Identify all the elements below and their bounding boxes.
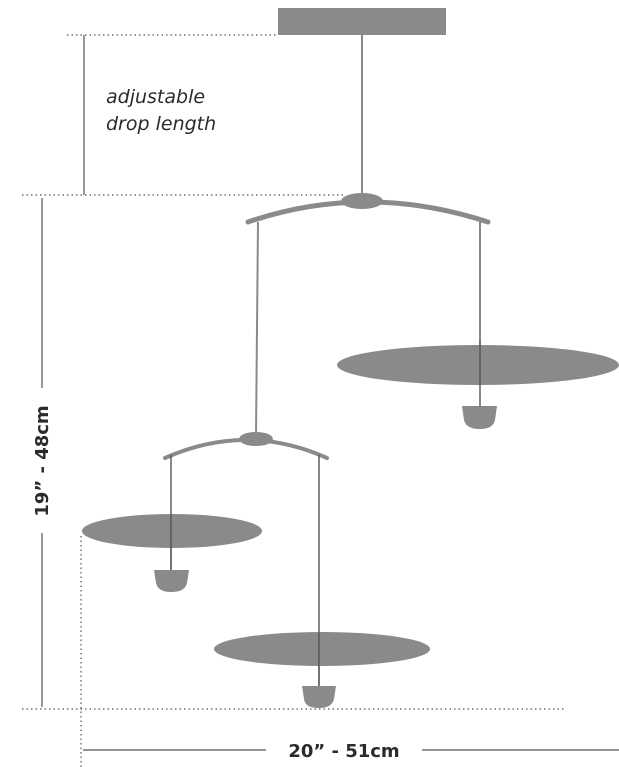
left-shade-disc: [82, 514, 262, 548]
height-dimension-label: 19” - 48cm: [32, 405, 53, 516]
bottom-shade-disc: [214, 632, 430, 666]
dimension-guides: [22, 34, 619, 767]
lower-arm-suspension-wire: [255, 221, 259, 436]
right-shade-disc: [337, 345, 619, 385]
right-bulb-cup: [462, 406, 497, 429]
adjustable-note-line-1: adjustable: [106, 86, 205, 108]
adjustable-note-line-2: drop length: [106, 113, 216, 135]
width-dimension-label: 20” - 51cm: [288, 741, 399, 762]
lower-arm-hub: [239, 432, 273, 446]
pendant-fixture: [82, 8, 619, 708]
ceiling-canopy: [278, 8, 446, 35]
upper-arm-hub: [341, 193, 383, 209]
left-bulb-cup: [154, 570, 189, 592]
bottom-bulb-cup: [302, 686, 336, 708]
